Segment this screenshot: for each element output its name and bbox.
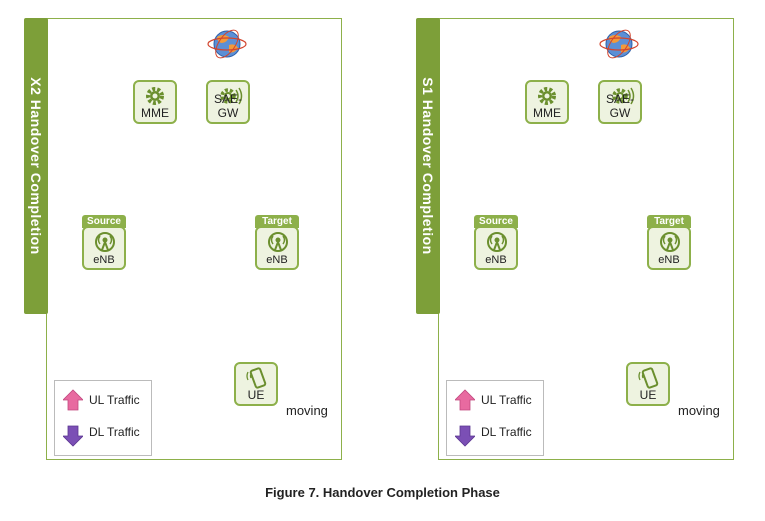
- mme-label: MME: [141, 106, 169, 120]
- target-enb-node: Target eNB: [255, 215, 299, 270]
- source-enb-label: eNB: [93, 254, 115, 266]
- source-enb-node: Source eNB: [82, 215, 126, 270]
- moving-label: moving: [678, 403, 720, 418]
- sae-gw-node: SAE-GW: [206, 80, 250, 124]
- gear-icon: [220, 87, 243, 105]
- ue-label: UE: [639, 388, 657, 402]
- sae-gw-node: SAE-GW: [598, 80, 642, 124]
- ue-label: UE: [247, 388, 265, 402]
- globe-icon: [207, 29, 247, 59]
- target-enb-label: eNB: [266, 254, 288, 266]
- gear-icon: [146, 87, 164, 105]
- source-tag: Source: [474, 215, 518, 228]
- mme-label: MME: [533, 106, 561, 120]
- sae-gw-label: SAE-GW: [213, 92, 242, 120]
- mme-node: MME: [133, 80, 177, 124]
- down-arrow-icon: [455, 425, 475, 447]
- legend-ul-label: UL Traffic: [89, 393, 140, 407]
- target-tag: Target: [255, 215, 299, 228]
- source-enb-label: eNB: [485, 254, 507, 266]
- target-enb-node: Target eNB: [647, 215, 691, 270]
- gear-icon: [538, 87, 556, 105]
- antenna-icon: [487, 232, 507, 252]
- figure-caption: Figure 7. Handover Completion Phase: [265, 485, 500, 500]
- phone-icon: [246, 367, 267, 389]
- legend: UL Traffic DL Traffic: [446, 380, 544, 456]
- legend-ul-label: UL Traffic: [481, 393, 532, 407]
- phone-icon: [638, 367, 659, 389]
- up-arrow-icon: [455, 389, 475, 411]
- moving-label: moving: [286, 403, 328, 418]
- target-tag: Target: [647, 215, 691, 228]
- panel-title: X2 Handover Completion: [28, 77, 44, 255]
- antenna-icon: [660, 232, 680, 252]
- source-enb-node: Source eNB: [474, 215, 518, 270]
- source-tag: Source: [82, 215, 126, 228]
- globe-icon: [599, 29, 639, 59]
- legend: UL Traffic DL Traffic: [54, 380, 152, 456]
- antenna-icon: [268, 232, 288, 252]
- ue-node: UE: [234, 362, 278, 406]
- sae-gw-label: SAE-GW: [605, 92, 634, 120]
- legend-dl-label: DL Traffic: [89, 425, 140, 439]
- target-enb-label: eNB: [658, 254, 680, 266]
- gear-icon: [612, 87, 635, 105]
- legend-dl-label: DL Traffic: [481, 425, 532, 439]
- up-arrow-icon: [63, 389, 83, 411]
- phase-bar: X2 Handover Completion: [24, 18, 48, 314]
- ue-node: UE: [626, 362, 670, 406]
- mme-node: MME: [525, 80, 569, 124]
- down-arrow-icon: [63, 425, 83, 447]
- antenna-icon: [95, 232, 115, 252]
- phase-bar: S1 Handover Completion: [416, 18, 440, 314]
- panel-title: S1 Handover Completion: [420, 77, 436, 255]
